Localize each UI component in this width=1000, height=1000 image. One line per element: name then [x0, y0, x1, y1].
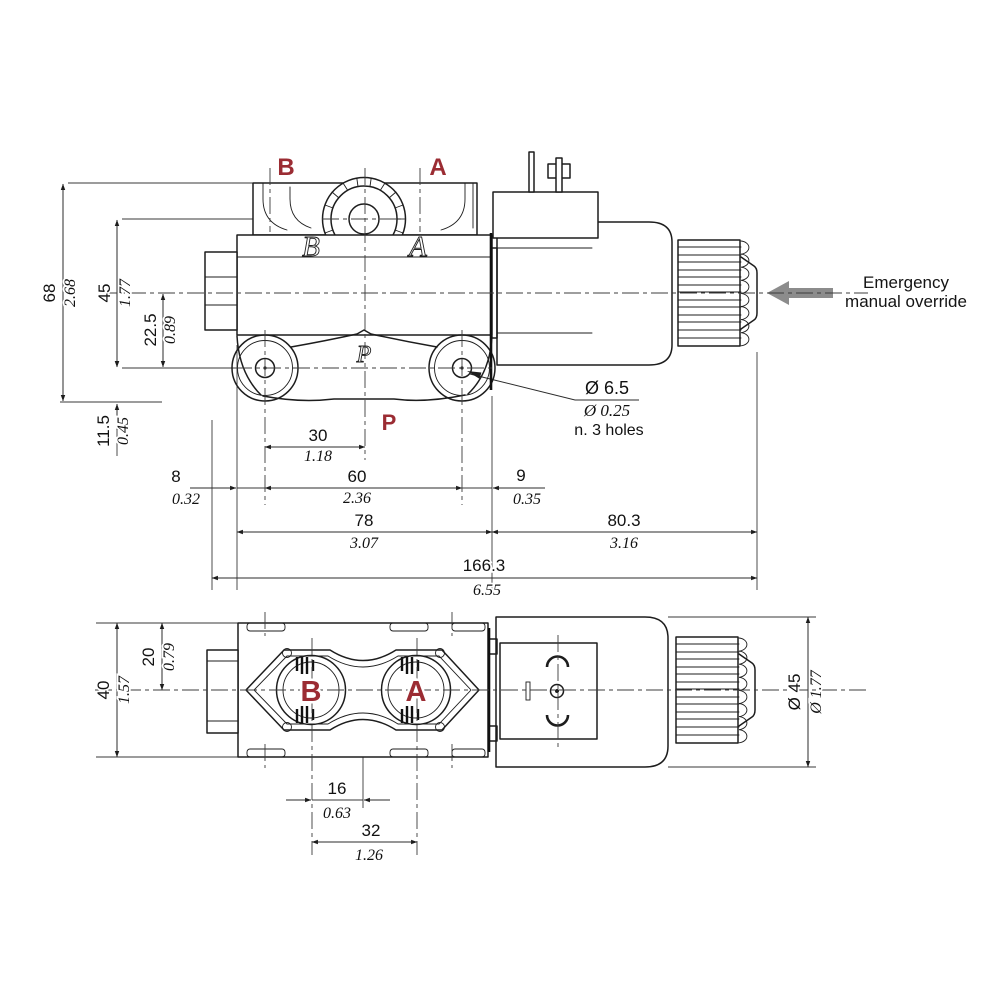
hole-leader-line — [469, 373, 639, 401]
engraved-p: P — [356, 342, 372, 368]
hole-count-note: n. 3 holes — [574, 422, 643, 439]
dimension-texts: 68 2.68 45 1.77 22.5 0.89 11.5 0.45 30 1… — [38, 276, 827, 866]
hole-dia-inch-note: Ø 0.25 — [583, 401, 630, 420]
dim-60-inch: 2.36 — [343, 490, 371, 507]
emergency-override-label-line1: Emergency — [863, 273, 949, 292]
dim-16-mm: 16 — [328, 779, 347, 798]
dim-78-inch: 3.07 — [349, 535, 379, 552]
dim-80-3-mm: 80.3 — [607, 511, 640, 530]
hole-dia-mm-note: Ø 6.5 — [585, 378, 629, 398]
dim-22-5-mm: 22.5 — [141, 313, 160, 346]
hex-plug-left — [204, 251, 238, 331]
valve-body — [236, 234, 493, 336]
connector-slot-top-icon — [545, 655, 570, 668]
extension-lines — [60, 182, 816, 808]
connector-pin-2 — [555, 157, 563, 193]
dim-45-mm: 45 — [95, 284, 114, 303]
port-b-label-top: B — [277, 154, 294, 181]
dim-9-mm: 9 — [516, 466, 525, 485]
top-view — [204, 151, 833, 402]
engraved-a: A — [407, 231, 427, 263]
solenoid-side-view — [489, 151, 758, 390]
solenoid-body — [496, 221, 673, 366]
port-labels: B A P B A P B A — [277, 154, 446, 711]
port-a-label-top: A — [429, 154, 446, 181]
bottom-view — [206, 616, 756, 768]
dim-45-inch: 1.77 — [117, 278, 134, 307]
dim-9-inch: 0.35 — [513, 491, 541, 508]
dim-32-inch: 1.26 — [355, 847, 383, 864]
port-p-label: P — [382, 410, 397, 435]
dim-40-inch: 1.57 — [116, 675, 133, 704]
dim-22-5-inch: 0.89 — [162, 316, 179, 344]
dim-68-mm: 68 — [40, 284, 59, 303]
dim-80-3-inch: 3.16 — [609, 535, 638, 552]
dim-11-5-mm: 11.5 — [94, 415, 113, 447]
dim-20-inch: 0.79 — [161, 643, 178, 671]
dim-166-3-mm: 166.3 — [463, 556, 506, 575]
dim-dia45-inch: Ø 1.77 — [808, 669, 825, 715]
dim-68-inch: 2.68 — [62, 279, 79, 307]
connector-slot-bottom-icon — [545, 714, 570, 727]
dimension-lines — [60, 183, 811, 845]
centerlines — [95, 168, 870, 855]
connector-screw-icon — [549, 683, 565, 699]
dim-dia45-mm: Ø 45 — [785, 674, 804, 711]
dim-32-mm: 32 — [362, 821, 381, 840]
engraved-b: B — [302, 231, 320, 263]
dim-16-inch: 0.63 — [323, 805, 351, 822]
annotations: Ø 6.5 Ø 0.25 n. 3 holes Emergency manual… — [573, 273, 967, 441]
dim-8-inch: 0.32 — [172, 491, 200, 508]
dim-8-mm: 8 — [171, 467, 180, 486]
dim-78-mm: 78 — [355, 511, 374, 530]
emergency-override-label-line2: manual override — [845, 292, 967, 311]
port-a-label-bottom: A — [406, 676, 427, 708]
connector-pin-1 — [528, 151, 535, 193]
port-b-label-bottom: B — [301, 676, 322, 708]
dim-30-inch: 1.18 — [304, 448, 332, 465]
solenoid-bottom-view — [487, 616, 756, 768]
din-connector-face — [499, 642, 598, 740]
dim-60-mm: 60 — [348, 467, 367, 486]
edge-tabs — [246, 622, 486, 758]
dim-11-5-inch: 0.45 — [115, 417, 132, 445]
dim-30-mm: 30 — [309, 426, 328, 445]
hex-plug-left-bottom — [206, 649, 239, 734]
dim-166-3-inch: 6.55 — [473, 582, 501, 599]
dim-20-mm: 20 — [139, 648, 158, 667]
dim-40-mm: 40 — [94, 681, 113, 700]
connector-slot-left — [525, 681, 531, 701]
connector-block — [492, 191, 599, 239]
